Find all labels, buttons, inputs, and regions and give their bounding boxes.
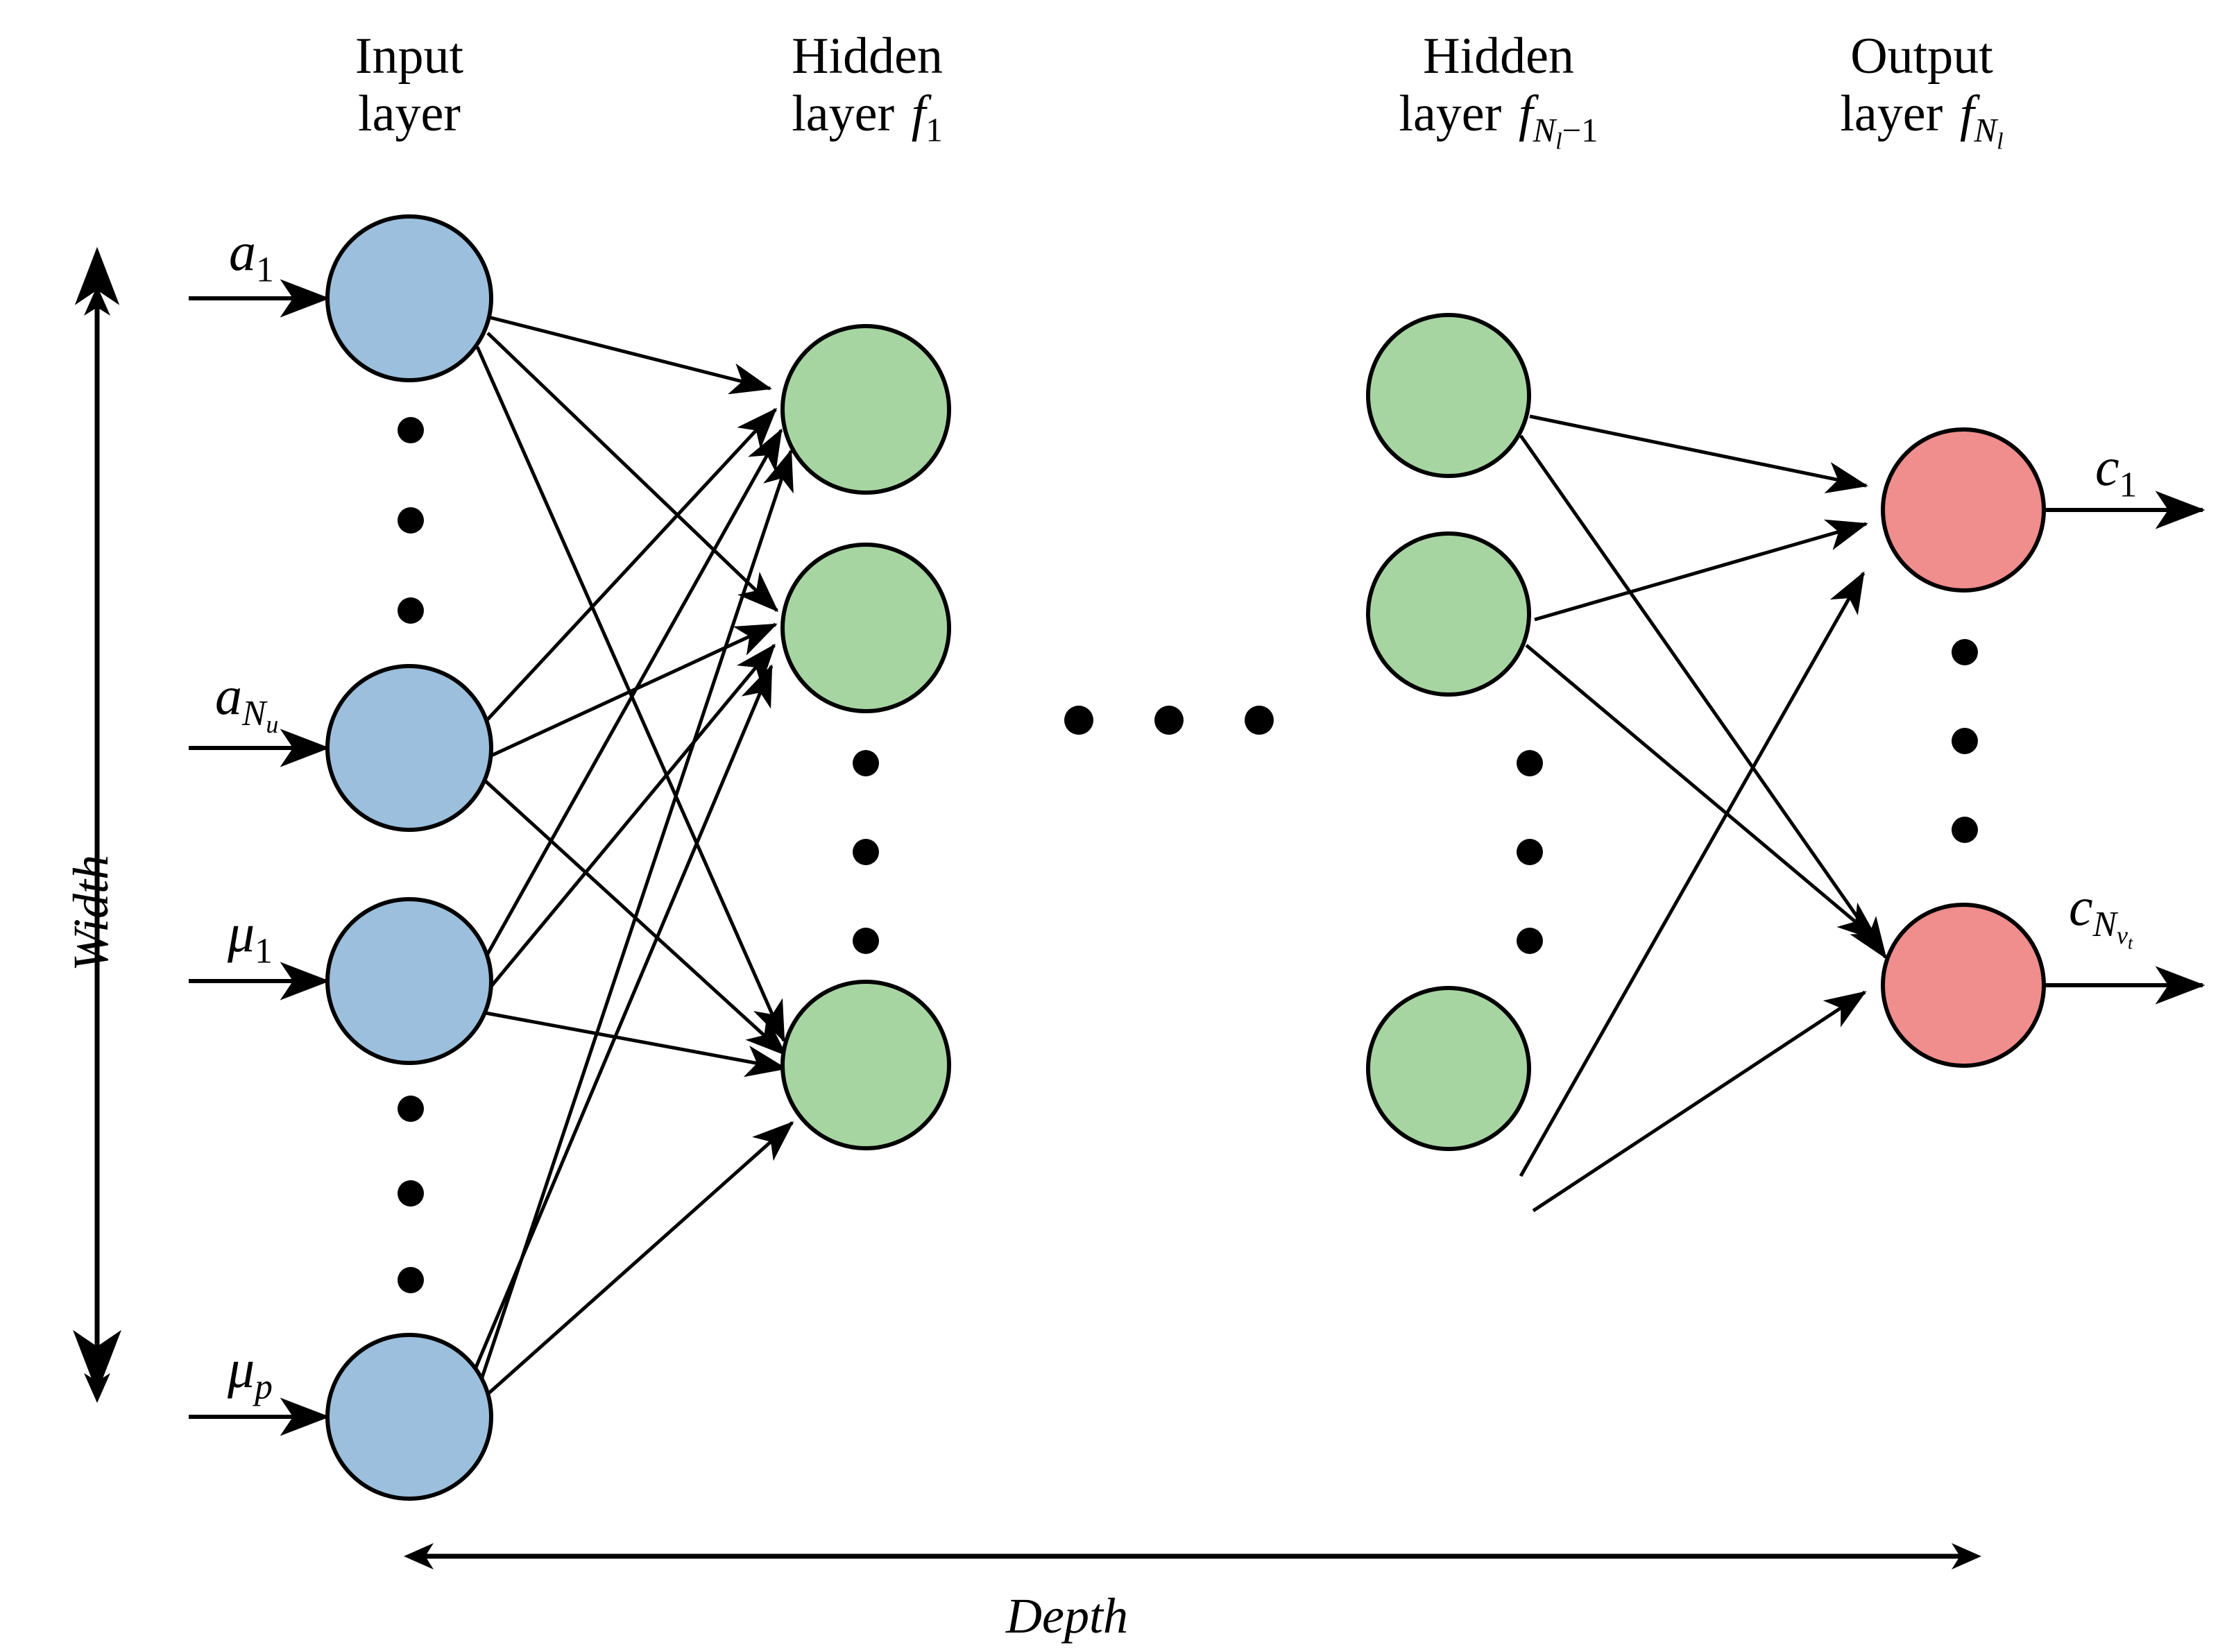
dot bbox=[398, 417, 424, 443]
hiddenL-node-2 bbox=[1366, 531, 1531, 697]
dot bbox=[853, 839, 879, 865]
dot bbox=[1952, 817, 1978, 843]
output-label-cNvt: cNνt bbox=[2069, 876, 2133, 953]
column-title-hidden-layer-first: Hidden layer f1 bbox=[722, 28, 1013, 149]
input-label-a1: a1 bbox=[229, 221, 274, 290]
input-feed-arrows bbox=[189, 279, 330, 1436]
output-layer-nodes bbox=[1881, 427, 2046, 1068]
hidden1-node-2 bbox=[780, 543, 951, 713]
depth-axis-label: Depth bbox=[1006, 1588, 1128, 1644]
column-title-output-layer: Output layer fNl bbox=[1755, 28, 2088, 155]
layer-symbol-fNl-minus-1: fNl−1 bbox=[1519, 85, 1598, 154]
depth-axis-arrow bbox=[404, 1543, 1981, 1569]
hiddenL-node-1 bbox=[1366, 313, 1531, 478]
hidden1-node-1 bbox=[780, 324, 951, 495]
dot bbox=[1517, 928, 1543, 954]
dot bbox=[398, 1180, 424, 1207]
width-axis-arrow bbox=[72, 246, 121, 1403]
dot bbox=[398, 597, 424, 624]
ellipsis-dots bbox=[398, 417, 1978, 1293]
dot bbox=[1517, 750, 1543, 776]
dot bbox=[398, 507, 424, 534]
input-label-mu1: μ1 bbox=[228, 903, 273, 971]
output-label-c1: c1 bbox=[2095, 436, 2137, 505]
hidden1-node-3 bbox=[780, 980, 951, 1150]
input-node-a1 bbox=[325, 214, 493, 382]
hidden-layer-last-nodes bbox=[1366, 313, 1531, 1151]
input-label-mup: μp bbox=[228, 1338, 273, 1407]
dot bbox=[1154, 706, 1184, 735]
column-title-line2: layer fNl−1 bbox=[1399, 85, 1598, 154]
column-title-line1: Hidden bbox=[1423, 28, 1574, 85]
column-title-line1: Output bbox=[1850, 28, 1993, 85]
dot bbox=[853, 750, 879, 776]
dot bbox=[1952, 728, 1978, 754]
column-title-line2: layer bbox=[358, 85, 461, 142]
hiddenL-node-3 bbox=[1366, 986, 1531, 1151]
dot bbox=[1064, 706, 1093, 735]
input-node-mu1 bbox=[325, 897, 493, 1065]
dot bbox=[853, 928, 879, 954]
column-title-line1: Hidden bbox=[792, 28, 943, 85]
hidden-layer-first-nodes bbox=[780, 324, 951, 1150]
column-title-input-layer: Input layer bbox=[264, 28, 555, 143]
output-feed-arrows bbox=[2045, 491, 2205, 1005]
column-title-line2: layer fNl bbox=[1840, 85, 2004, 154]
column-title-line1: Input bbox=[355, 28, 464, 85]
output-node-cNvt bbox=[1881, 903, 2046, 1068]
width-axis-label: Width bbox=[63, 854, 119, 971]
dot bbox=[1952, 639, 1978, 665]
edges-input-to-hidden1 bbox=[464, 314, 794, 1397]
edges-hidden-to-output bbox=[1519, 414, 1888, 1213]
input-label-aNu: aNu bbox=[215, 665, 279, 739]
layer-symbol-fNl: fNl bbox=[1959, 85, 2004, 154]
dot bbox=[1245, 706, 1274, 735]
dot bbox=[398, 1096, 424, 1122]
column-title-hidden-layer-last: Hidden layer fNl−1 bbox=[1311, 28, 1686, 155]
layer-symbol-f1: f1 bbox=[911, 85, 943, 149]
input-node-mup bbox=[325, 1333, 493, 1501]
input-layer-nodes bbox=[325, 214, 493, 1501]
dot bbox=[1517, 839, 1543, 865]
dot bbox=[398, 1267, 424, 1293]
input-node-aNu bbox=[325, 664, 493, 832]
column-title-line2: layer f1 bbox=[792, 85, 943, 149]
output-node-c1 bbox=[1881, 427, 2046, 593]
